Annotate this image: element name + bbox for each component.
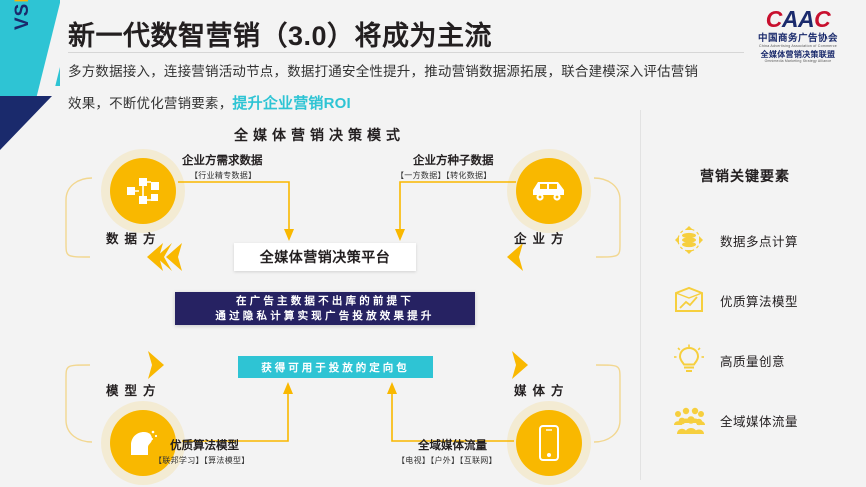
flow-title-algorithm-model: 优质算法模型 [170, 440, 239, 452]
panel-title: 营销关键要素 [700, 168, 790, 184]
smartphone-icon [537, 425, 561, 461]
data-stack-icon [672, 223, 706, 257]
network-nodes-icon [126, 176, 160, 206]
flow-title-media-traffic: 全域媒体流量 [418, 440, 487, 452]
node-enterprise-party[interactable] [516, 158, 582, 224]
panel-item-label: 高质量创意 [720, 354, 786, 369]
logo-letter-v: V [12, 16, 33, 30]
platform-banner: 全媒体营销决策平台 [234, 243, 416, 271]
image-model-icon [672, 283, 706, 317]
subtitle-highlight: 提升企业营销ROI [232, 95, 351, 112]
logo-letter-s: S [12, 2, 33, 17]
caac-letter-c1: C [765, 6, 783, 32]
subtitle-line-2: 效果，不断优化营销要素，提升企业营销ROI [68, 92, 351, 113]
crowd-icon [672, 403, 706, 437]
logo-navy-triangle [0, 96, 52, 150]
panel-item-creative-quality[interactable]: 高质量创意 [672, 343, 785, 377]
privacy-statement-line-2: 通过隐私计算实现广告投放效果提升 [215, 309, 435, 322]
flow-tags-seed-data: 【一方数据】【转化数据】 [396, 171, 492, 180]
panel-item-algorithm-model[interactable]: 优质算法模型 [672, 283, 798, 317]
logo-letter-m: M [12, 0, 34, 3]
outcome-banner: 获得可用于投放的定向包 [238, 356, 433, 378]
subtitle-line-2-prefix: 效果，不断优化营销要素， [68, 96, 233, 111]
node-label-media-party: 媒体方 [514, 384, 570, 398]
caac-letter-c2: C [814, 6, 831, 32]
panel-item-media-traffic[interactable]: 全域媒体流量 [672, 403, 798, 437]
caac-cn-line1: 中国商务广告协会 [757, 33, 838, 44]
panel-divider [640, 110, 641, 480]
lightbulb-icon [672, 343, 706, 377]
privacy-statement-box: 在广告主数据不出库的前提下 通过隐私计算实现广告投放效果提升 [175, 292, 475, 325]
panel-item-data-computation[interactable]: 数据多点计算 [672, 223, 798, 257]
panel-item-label: 优质算法模型 [720, 294, 799, 309]
header-divider [68, 52, 744, 53]
caac-cn-line2: 全媒体营销决策联盟 [760, 49, 836, 59]
caac-en-line1: China Advertising Association of Commerc… [759, 44, 837, 48]
caac-letter-a2: A [798, 6, 815, 32]
node-media-party[interactable] [516, 410, 582, 476]
node-label-data-party: 数据方 [106, 232, 162, 246]
flow-tags-media-traffic: 【电视】【户外】【互联网】 [397, 456, 497, 465]
vsmo-logo: VSMO [0, 0, 77, 150]
panel-item-label: 数据多点计算 [720, 234, 799, 249]
caac-letter-a1: A [781, 6, 799, 32]
caac-acronym: CAAC [736, 8, 860, 31]
car-icon [530, 178, 568, 204]
node-model-party[interactable] [110, 410, 176, 476]
node-data-party[interactable] [110, 158, 176, 224]
head-idea-icon [125, 427, 161, 459]
flow-title-seed-data: 企业方种子数据 [413, 155, 494, 167]
page-title: 新一代数智营销（3.0）将成为主流 [68, 21, 493, 51]
node-label-model-party: 模型方 [106, 384, 162, 398]
flow-tags-demand-data: 【行业精专数据】 [190, 171, 257, 180]
node-label-enterprise-party: 企业方 [514, 232, 570, 246]
caac-logo: CAAC 中国商务广告协会 China Advertising Associat… [736, 8, 860, 63]
subtitle-line-1: 多方数据接入，连接营销活动节点，数据打通安全性提升，推动营销数据源拓展，联合建模… [68, 64, 699, 79]
flow-title-demand-data: 企业方需求数据 [182, 155, 263, 167]
caac-en-line2: Omnimedia Marketing Strategy Alliance [764, 58, 832, 63]
privacy-statement-line-1: 在广告主数据不出库的前提下 [235, 294, 415, 307]
flow-tags-algorithm-model: 【联邦学习】【算法模型】 [154, 456, 250, 465]
panel-item-label: 全域媒体流量 [720, 414, 799, 429]
diagram-title: 全媒体营销决策模式 [234, 127, 405, 143]
